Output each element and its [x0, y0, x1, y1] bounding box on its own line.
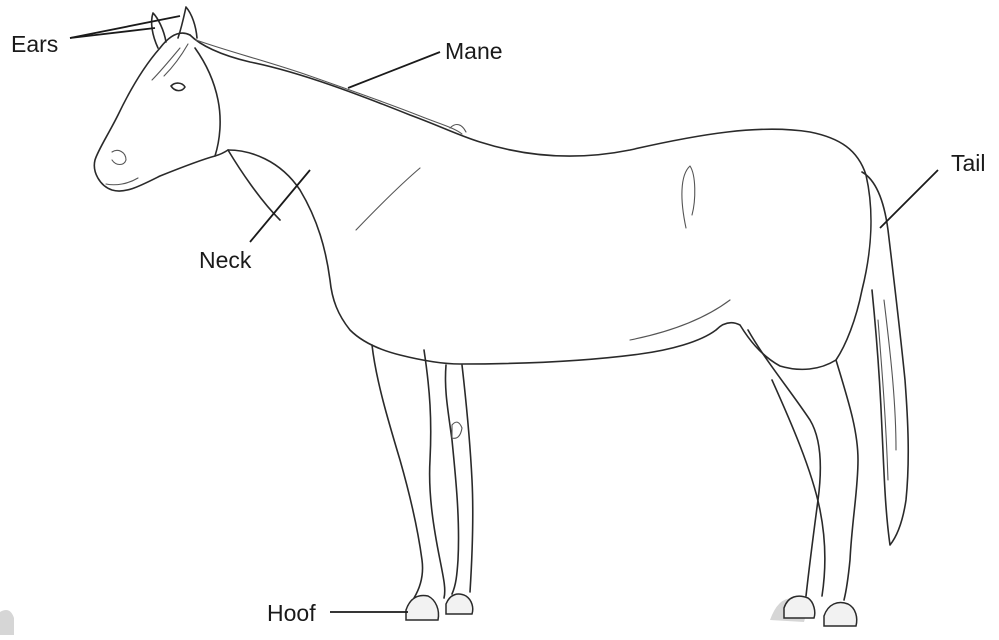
ears-label: Ears	[11, 33, 58, 56]
shoulder-detail	[682, 166, 695, 228]
hoof-near-front	[406, 596, 439, 620]
far-foreleg	[445, 365, 458, 594]
horse-mouth	[106, 178, 138, 185]
hoof-label: Hoof	[267, 602, 316, 625]
far-leg-marking	[452, 422, 462, 438]
horse-head	[94, 33, 228, 191]
near-hindleg	[748, 330, 858, 600]
horse-tail	[862, 172, 908, 545]
hoof-far-front	[446, 594, 473, 614]
tail-leader	[880, 170, 938, 228]
horse-jaw	[195, 48, 220, 156]
neck-leader	[250, 170, 310, 242]
mane-label: Mane	[445, 40, 503, 63]
neck-muscle	[356, 168, 420, 230]
mane-leader	[348, 52, 440, 88]
far-hindleg	[772, 380, 825, 596]
neck-label: Neck	[199, 249, 251, 272]
horse-eye	[171, 83, 185, 91]
horse-neck-front	[228, 150, 280, 220]
hoof-near-hind	[824, 603, 857, 627]
horse-nostril	[112, 150, 126, 164]
horse-body-outline	[190, 35, 871, 369]
near-foreleg	[372, 345, 445, 598]
tail-label: Tail	[951, 152, 986, 175]
belly-line	[630, 300, 730, 340]
mane-strands	[152, 44, 188, 80]
horse-mane	[196, 40, 466, 134]
background-shape-left	[0, 610, 14, 635]
far-foreleg-back	[462, 365, 473, 592]
hoof-far-hind	[784, 596, 815, 618]
